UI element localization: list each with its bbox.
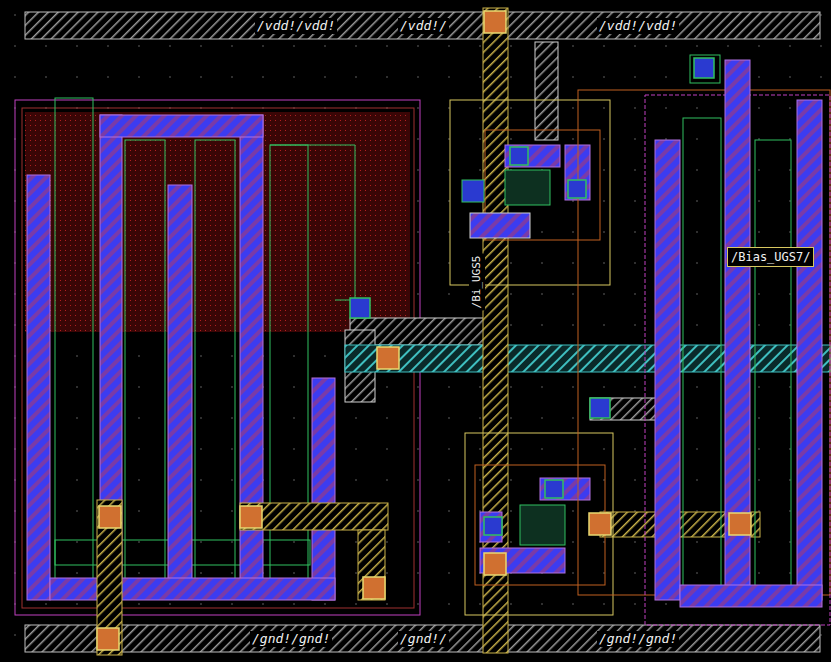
contact-frame <box>690 55 720 83</box>
metal-finger <box>725 60 750 600</box>
contact <box>363 577 385 599</box>
poly-gate <box>683 118 721 588</box>
outline <box>475 465 605 585</box>
vias <box>350 58 714 535</box>
metal-strap <box>50 578 335 600</box>
metal1 <box>505 145 560 167</box>
power-rail: /gnd!/gnd! /gnd!/ /gnd!/gnd! <box>25 625 820 652</box>
contact <box>589 513 611 535</box>
metal1 <box>540 478 590 500</box>
net-label: /gnd!/gnd! <box>597 631 679 647</box>
contact <box>99 506 121 528</box>
metal1 <box>470 213 530 238</box>
vdd-rail <box>25 12 820 39</box>
via <box>694 58 714 78</box>
via <box>590 398 610 418</box>
poly-gate <box>55 98 93 598</box>
left-transistor <box>15 98 420 655</box>
net-label: /vdd!/vdd! <box>597 18 679 34</box>
metal-strap <box>100 115 263 137</box>
contact <box>377 347 399 369</box>
poly-gate <box>520 505 565 545</box>
metal2-wire <box>483 8 508 653</box>
poly-wire <box>270 145 355 300</box>
metal1-wire <box>535 42 558 140</box>
via <box>510 147 528 165</box>
contact <box>729 513 751 535</box>
net-label: /gnd!/gnd! <box>250 631 332 647</box>
n-well <box>25 112 410 332</box>
metal2-wire <box>97 500 122 655</box>
metal-finger <box>655 140 680 600</box>
metal-finger <box>168 185 192 580</box>
metal-finger <box>240 115 263 590</box>
middle-wiring <box>345 8 831 653</box>
via <box>545 480 563 498</box>
metal1-wire <box>590 398 660 420</box>
metal2-wire <box>240 503 388 530</box>
net-label: /vdd!/vdd! <box>255 18 337 34</box>
gnd-rail <box>25 625 820 652</box>
pin-label: /Bias_UGS7/ <box>727 247 814 267</box>
net-label: /gnd!/ <box>398 631 449 647</box>
poly-gate <box>755 140 791 590</box>
via <box>484 517 502 535</box>
metal3-wire <box>345 345 831 372</box>
net-label: /vdd!/ <box>398 18 449 34</box>
outline <box>465 433 613 615</box>
contact <box>240 506 262 528</box>
metal-finger <box>100 115 122 590</box>
contact <box>97 628 119 650</box>
outline <box>578 90 830 595</box>
via <box>568 180 586 198</box>
metal-finger <box>27 175 50 600</box>
contact <box>484 553 506 575</box>
poly-gate <box>195 140 235 580</box>
poly-gate <box>125 140 165 580</box>
contacts <box>97 11 751 650</box>
net-label: /Bi_UGS5 <box>469 254 485 311</box>
via <box>350 298 370 318</box>
via <box>462 180 484 202</box>
right-transistor <box>578 55 830 625</box>
lower-transistor <box>465 433 613 615</box>
metal-finger <box>312 378 335 600</box>
power-rail: /vdd!/vdd! /vdd!/ /vdd!/vdd! <box>25 12 820 39</box>
metal2-wire <box>358 530 385 600</box>
poly-gate <box>505 170 550 205</box>
contact <box>484 11 506 33</box>
metal-finger <box>797 100 822 600</box>
metal-strap <box>680 585 822 607</box>
metal1 <box>480 512 502 542</box>
